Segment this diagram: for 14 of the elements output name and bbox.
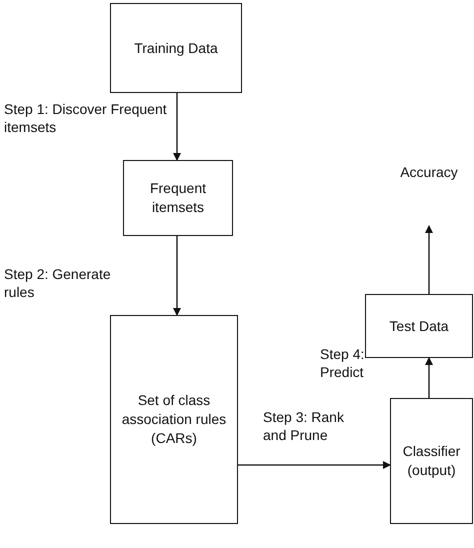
edge-label: Step 1: Discover Frequent itemsets — [4, 100, 168, 136]
arrow — [173, 236, 181, 316]
edge-label: Step 3: Rank and Prune — [263, 408, 345, 444]
process-box: Frequent itemsets — [123, 160, 233, 236]
process-box: Test Data — [365, 294, 473, 358]
arrow — [425, 225, 433, 294]
arrow — [425, 357, 433, 398]
process-box: Training Data — [110, 3, 242, 93]
edge-label: Step 2: Generate rules — [4, 265, 112, 302]
process-box: Set of class association rules (CARs) — [110, 315, 238, 524]
arrow — [238, 461, 391, 469]
process-box: Classifier (output) — [390, 398, 473, 524]
arrow — [173, 93, 181, 161]
edge-label: Step 4: Predict — [320, 345, 366, 382]
